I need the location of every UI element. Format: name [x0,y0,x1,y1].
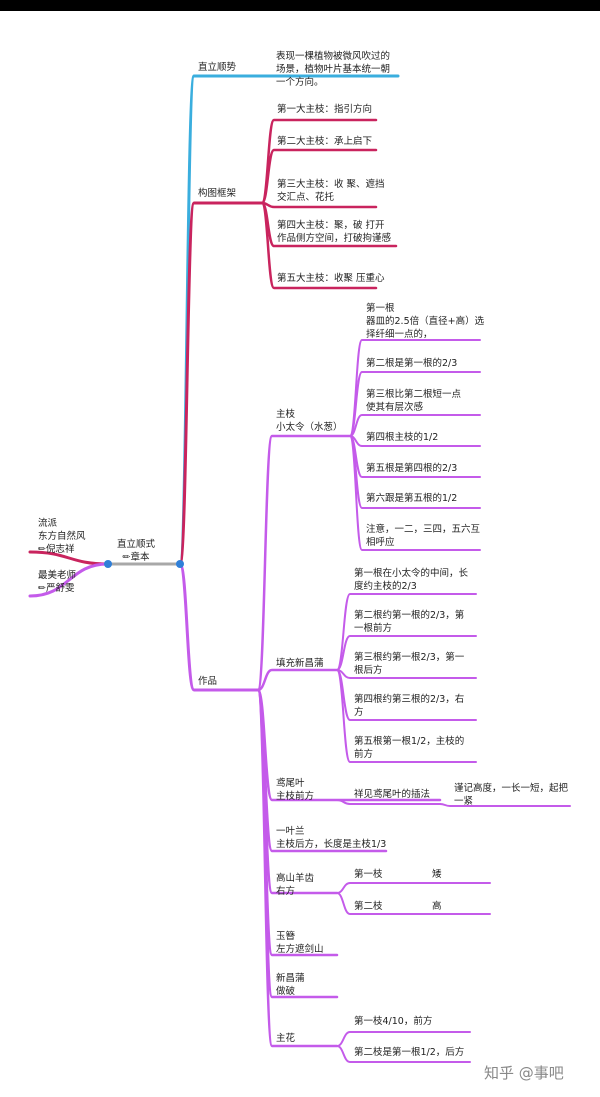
iris-sub-connector [336,799,441,805]
main-branch-item: 第一根 器皿的2.5倍（直径+高）选 择纤细一点的， [366,303,485,340]
branch-upright-label: 直立顺势 [198,62,237,73]
work-connector [178,562,260,692]
composition-item: 第一大主枝：指引方向 [277,104,373,115]
top-status-bar [0,0,600,11]
iris-label: 鸢尾叶 主枝前方 [276,778,315,802]
main-branch-item: 第五根是第四根的2/3 [366,463,458,474]
hosta-label: 玉簪 左方遮剑山 [276,931,324,955]
calamus-label: 新昌蒲 做破 [276,973,305,997]
main-flower-item: 第一枝4/10，前方 [354,1016,433,1027]
iris-note-connector [439,803,571,807]
main-branch-label: 主枝 小太令（水葱） [276,409,343,433]
composition-item: 第五大主枝：收聚 压重心 [277,273,385,284]
teacher-connector [28,562,110,598]
composition-item-connector [260,148,378,205]
main-branch-item: 第三根比第二根短一点 使其有层次感 [366,389,462,413]
work-sub-connector [256,434,352,692]
fill-branch-label: 填充新昌蒲 [276,658,324,669]
main-branch-item-connector [349,435,481,551]
composition-item: 第三大主枝：收 聚、遮挡 交汇点、花托 [277,179,385,203]
alpine-item-name: 第一枝 [354,869,383,880]
branch-composition-label: 构图框架 [198,188,237,199]
composition-item: 第二大主枝：承上启下 [277,136,373,147]
school-label: 流派 东方自然风 ✏倪志祥 [38,518,86,555]
work-sub-connector [256,668,340,692]
watermark: 知乎 @事吧 [484,1064,564,1082]
fill-branch-item: 第二根约第一根的2/3，第 一根前方 [354,610,465,634]
composition-item-connector [260,201,378,290]
flower-item-connector [336,1045,471,1063]
fill-branch-item: 第一根在小太令的中间，长 度约主枝的2/3 [354,568,469,592]
alpine-item-name: 第二枝 [354,901,383,912]
work-sub-connector [256,688,339,957]
flower-item-connector [336,1031,471,1047]
aspidistra-label: 一叶兰 主枝后方，长度是主枝1/3 [276,826,387,850]
teacher-label: 最美老师 ✏严舒雯 [38,570,77,594]
fill-branch-item: 第三根约第一根2/3，第一 根后方 [354,652,465,676]
alpine-item-value: 高 [432,901,442,912]
alpine-item-value: 矮 [432,869,442,880]
alpine-fern-label: 高山羊齿 右方 [276,873,315,897]
composition-item: 第四大主枝：聚，破 打开 作品侧方空间，打破拘谨感 [277,220,392,244]
alpine-item-connector [336,882,491,894]
main-branch-item-connector [349,414,481,437]
branch-work-label: 作品 [198,676,218,687]
fill-branch-item: 第四根约第三根的2/3，右 方 [354,694,465,718]
iris-note: 谨记高度，一长一短，起把 一紧 [454,783,569,807]
alpine-item-connector [336,892,491,915]
main-branch-item: 第二根是第一根的2/3 [366,358,458,369]
main-branch-item: 注意，一二，三四，五六互 相呼应 [366,524,481,548]
fill-item-connector [336,669,477,763]
main-branch-item: 第六跟是第五根的1/2 [366,493,458,504]
left-connector-dot [104,560,112,568]
iris-sub: 祥见鸢尾叶的插法 [354,789,431,800]
central-topic: 直立顺式 ✏章本 [117,539,156,563]
main-flower-item: 第二枝是第一根1/2，后方 [354,1047,465,1058]
main-branch-item: 第四根主枝的1/2 [366,432,439,443]
main-flower-label: 主花 [276,1033,296,1044]
work-sub-connector [256,688,339,1048]
composition-connector [178,201,264,566]
right-connector-dot [176,560,184,568]
branch-upright-description: 表现一棵植物被微风吹过的 场景，植物叶片基本统一朝 一个方向。 [276,51,391,88]
fill-branch-item: 第五根第一根1/2，主枝的 前方 [354,736,465,760]
fill-item-connector [336,635,477,671]
